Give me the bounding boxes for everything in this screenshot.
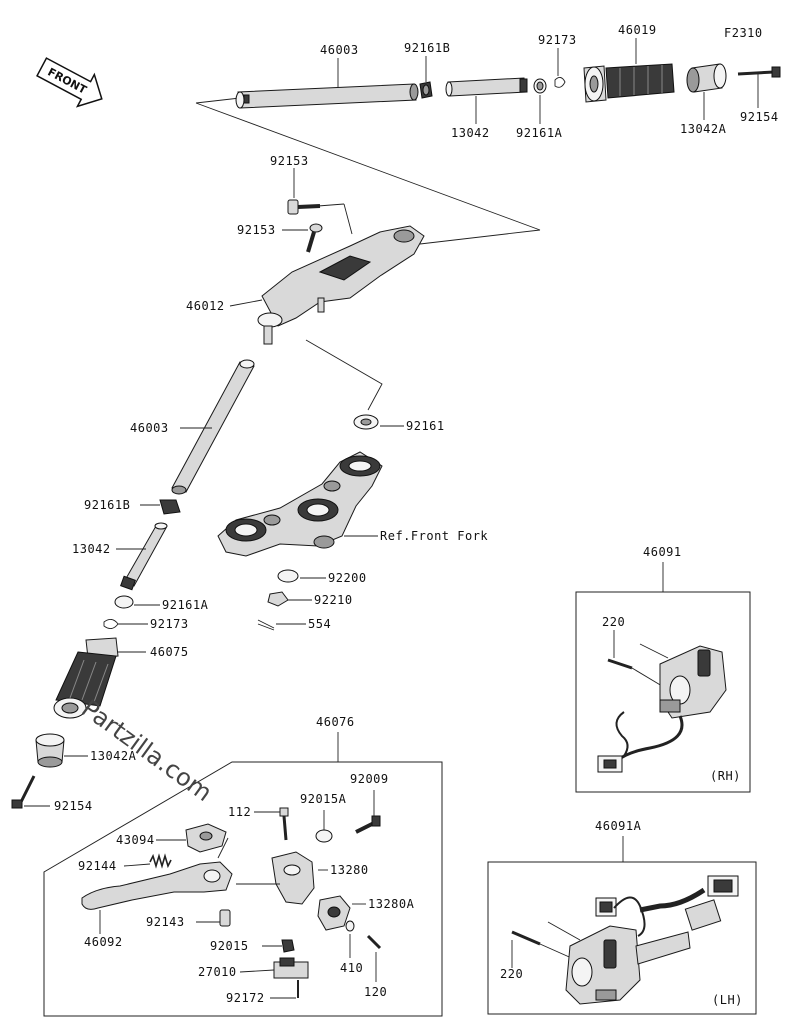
label-410: 410: [340, 961, 363, 975]
label-13042a-left: 13042A: [90, 749, 137, 763]
label-92161a-left: 92161A: [162, 598, 209, 612]
label-92173-top: 92173: [538, 33, 577, 47]
label-112: 112: [228, 805, 251, 819]
pin-92143: [219, 909, 231, 927]
label-554: 554: [308, 617, 331, 631]
nut-92015: [281, 939, 295, 953]
screw-220-rh: [607, 658, 633, 670]
label-13280a: 13280A: [368, 897, 415, 911]
spring-92144: [149, 853, 172, 869]
label-92173-left: 92173: [150, 617, 189, 631]
left-vertical-assembly: 46003 92161B 13042 92161A 92173 46075 13…: [11, 359, 255, 813]
lever-group: 46076: [43, 715, 443, 1017]
label-92210: 92210: [314, 593, 353, 607]
label-92161b-top: 92161B: [404, 41, 450, 55]
clip-92173-top: [554, 77, 566, 88]
handlebar-tube-left: [171, 359, 255, 495]
bushing-92161a-left: [114, 595, 134, 609]
label-92015: 92015: [210, 939, 249, 953]
screw-220-lh: [511, 930, 541, 946]
handlebar-holder: 92153 92153 46012: [186, 154, 541, 411]
grip-46019: [583, 63, 675, 103]
bolt-112: [282, 815, 288, 841]
label-92200: 92200: [328, 571, 367, 585]
switch-lh-group: 46091A 220 (LH): [487, 819, 757, 1015]
label-92161b-left: 92161B: [84, 498, 130, 512]
front-fork-bracket: 92161 Ref.Front Fork 92200 92210 554: [217, 414, 488, 631]
label-46076: 46076: [316, 715, 355, 729]
label-46091a: 46091A: [595, 819, 642, 833]
lh-box: [487, 861, 757, 1015]
label-13280: 13280: [330, 863, 369, 877]
grip-46075: [53, 637, 119, 719]
label-46091: 46091: [643, 545, 682, 559]
weight-rod-left: [120, 522, 168, 591]
label-92153-a: 92153: [270, 154, 309, 168]
label-120: 120: [364, 985, 387, 999]
label-46003-top: 46003: [320, 43, 359, 57]
washer-410: [345, 920, 355, 932]
label-92154-left: 92154: [54, 799, 93, 813]
bracket-13280: [271, 851, 315, 905]
front-arrow-icon: FRONT: [36, 57, 103, 108]
lever-46092: [81, 861, 233, 910]
rh-box: [575, 591, 751, 793]
nut-92161b-left: [159, 499, 181, 515]
washer-92200: [277, 569, 299, 583]
label-92161: 92161: [406, 419, 445, 433]
label-46003-left: 46003: [130, 421, 169, 435]
nut-92161b-top: [419, 81, 433, 99]
label-13042-top: 13042: [451, 126, 490, 140]
bar-end-13042a-left: [35, 733, 65, 768]
label-92015a: 92015A: [300, 792, 347, 806]
switch-27010: [273, 957, 309, 979]
label-lh: (LH): [712, 993, 743, 1007]
label-92153-b: 92153: [237, 223, 276, 237]
label-92154-top: 92154: [740, 110, 779, 124]
switch-rh-group: 46091 220 (RH): [575, 545, 751, 793]
bolt-92154-left: [11, 775, 36, 809]
weight-rod-top: [445, 77, 528, 97]
label-220-rh: 220: [602, 615, 625, 629]
label-46092: 46092: [84, 935, 123, 949]
label-220-lh: 220: [500, 967, 523, 981]
label-27010: 27010: [198, 965, 237, 979]
label-92172: 92172: [226, 991, 265, 1005]
label-46019: 46019: [618, 23, 657, 37]
label-92143: 92143: [146, 915, 185, 929]
bar-end-13042a-top: [686, 63, 727, 93]
handlebar-tube-top: [235, 83, 419, 109]
label-13042a-top: 13042A: [680, 122, 727, 136]
top-row-parts: 46003 92161B 92173 46019 13042 92161A 13…: [195, 23, 781, 231]
label-43094: 43094: [116, 833, 155, 847]
bushing-92161a-top: [533, 78, 547, 94]
label-92144: 92144: [78, 859, 117, 873]
diagram-code: F2310: [724, 26, 763, 40]
label-ref-front-fork: Ref.Front Fork: [380, 529, 488, 543]
label-rh: (RH): [710, 769, 741, 783]
bolt-92153-a: [287, 199, 321, 215]
cotter-pin-554: [257, 619, 275, 631]
label-92009: 92009: [350, 772, 389, 786]
clip-92173-left: [103, 619, 119, 629]
label-13042-left: 13042: [72, 542, 111, 556]
nut-92210: [267, 591, 289, 607]
bolt-92153-b: [306, 223, 323, 253]
washer-92015a: [315, 829, 333, 843]
bolt-92154-top: [737, 66, 781, 78]
lever-box: [43, 761, 443, 1017]
label-46075: 46075: [150, 645, 189, 659]
screw-120: [366, 934, 382, 950]
label-46012: 46012: [186, 299, 225, 313]
label-92161a-top: 92161A: [516, 126, 563, 140]
